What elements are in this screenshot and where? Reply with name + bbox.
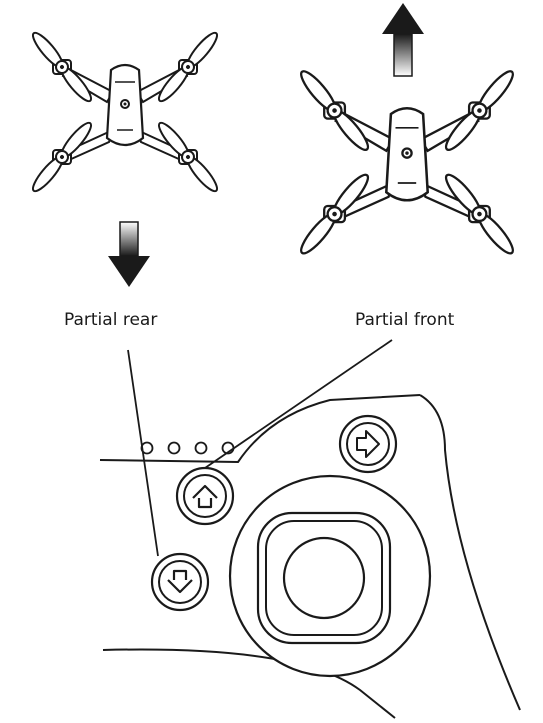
joystick[interactable]: [228, 474, 432, 678]
callout-line-rear: [127, 349, 159, 557]
partial-front-label: Partial front: [355, 310, 455, 330]
drone-front-tilt: [295, 66, 519, 259]
indicator-light: [194, 441, 208, 455]
arrow-down-icon: [108, 221, 150, 287]
partial-rear-label: Partial rear: [64, 310, 158, 330]
arrow-up-icon: [382, 3, 424, 77]
drone-rear-tilt: [28, 28, 222, 196]
forward-button[interactable]: [338, 414, 398, 474]
rear-trim-button[interactable]: [150, 552, 210, 612]
callout-lines: [127, 339, 393, 557]
indicator-lights: [140, 441, 235, 455]
indicator-light: [167, 441, 181, 455]
chevron-up-icon: [192, 484, 218, 509]
chevron-down-icon: [167, 569, 193, 594]
callout-line-front: [204, 339, 393, 469]
front-trim-button[interactable]: [175, 466, 235, 526]
arrow-right-icon: [356, 430, 380, 458]
